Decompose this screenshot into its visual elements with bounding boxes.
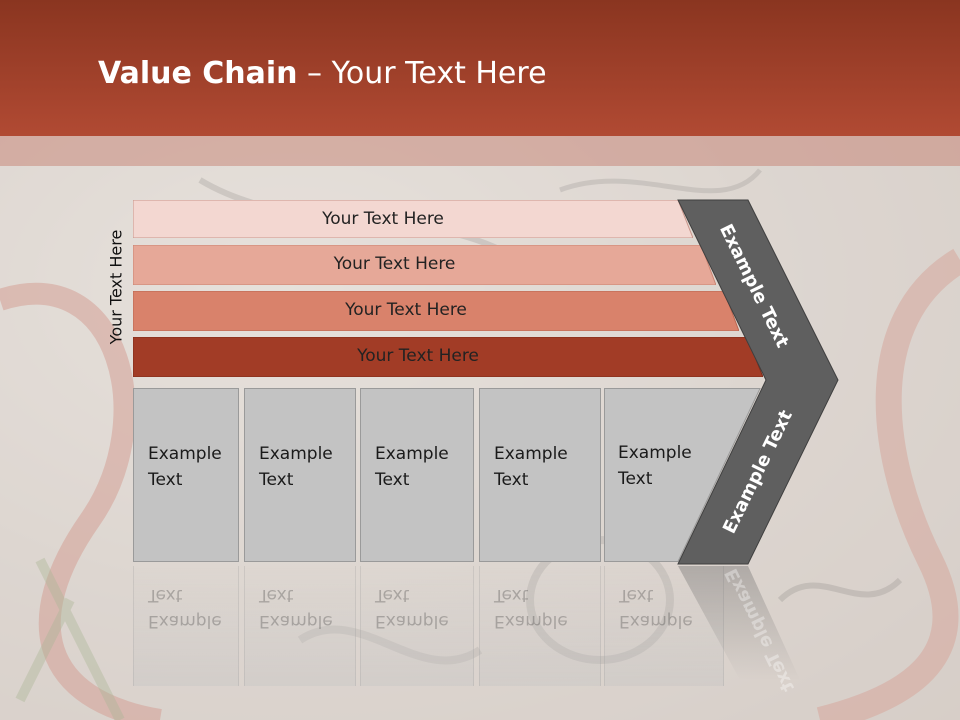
bar-shape (133, 200, 693, 238)
box-line1: Example (494, 444, 568, 464)
box-line2: Text (618, 469, 653, 489)
bar-shape (133, 291, 739, 331)
side-label: Your Text Here (106, 229, 126, 345)
bar-shape (133, 245, 716, 285)
support-bar-2: Your Text Here (133, 245, 716, 285)
activity-box-5: Example Text (604, 388, 764, 562)
box-line2: Text (259, 470, 294, 490)
reflection-line2: Text (619, 585, 654, 605)
reflection-line1: Example (375, 611, 449, 631)
box-line2: Text (494, 470, 529, 490)
box-reflection-2: Example Text (244, 566, 356, 686)
reflection-line1: Example (494, 611, 568, 631)
box-line1: Example (148, 444, 222, 464)
bar-label: Your Text Here (333, 254, 456, 274)
reflection-line2: Text (259, 585, 294, 605)
box-line1: Example (375, 444, 449, 464)
activity-box-1: Example Text (133, 388, 239, 562)
box-line2: Text (375, 470, 410, 490)
reflection-line1: Example (148, 611, 222, 631)
activity-box-4: Example Text (479, 388, 601, 562)
reflection-line2: Text (148, 585, 183, 605)
bar-shape (133, 337, 763, 377)
activity-box-3: Example Text (360, 388, 474, 562)
reflection-line1: Example (619, 611, 693, 631)
title-rest: – Your Text Here (297, 56, 547, 91)
box-reflection-1: Example Text (133, 566, 239, 686)
box-reflection-4: Example Text (479, 566, 601, 686)
bar-label: Your Text Here (345, 300, 467, 320)
slide-title: Value Chain – Your Text Here (98, 56, 547, 91)
box-line1: Example (618, 443, 692, 463)
box-reflection-3: Example Text (360, 566, 474, 686)
box-line2: Text (148, 470, 183, 490)
bar-label: Your Text Here (322, 209, 444, 229)
support-bar-1: Your Text Here (133, 200, 693, 238)
reflection-line1: Example (259, 611, 333, 631)
box-line1: Example (259, 444, 333, 464)
reflection-line2: Text (375, 585, 410, 605)
title-bold: Value Chain (98, 56, 298, 91)
support-bar-4: Your Text Here (133, 337, 763, 377)
header-band (0, 136, 960, 166)
support-bar-3: Your Text Here (133, 291, 739, 331)
bar-label: Your Text Here (357, 346, 479, 366)
reflection-line2: Text (494, 585, 529, 605)
title-header (0, 0, 960, 136)
activity-box-2: Example Text (244, 388, 356, 562)
box-reflection-5: Example Text (604, 566, 724, 686)
